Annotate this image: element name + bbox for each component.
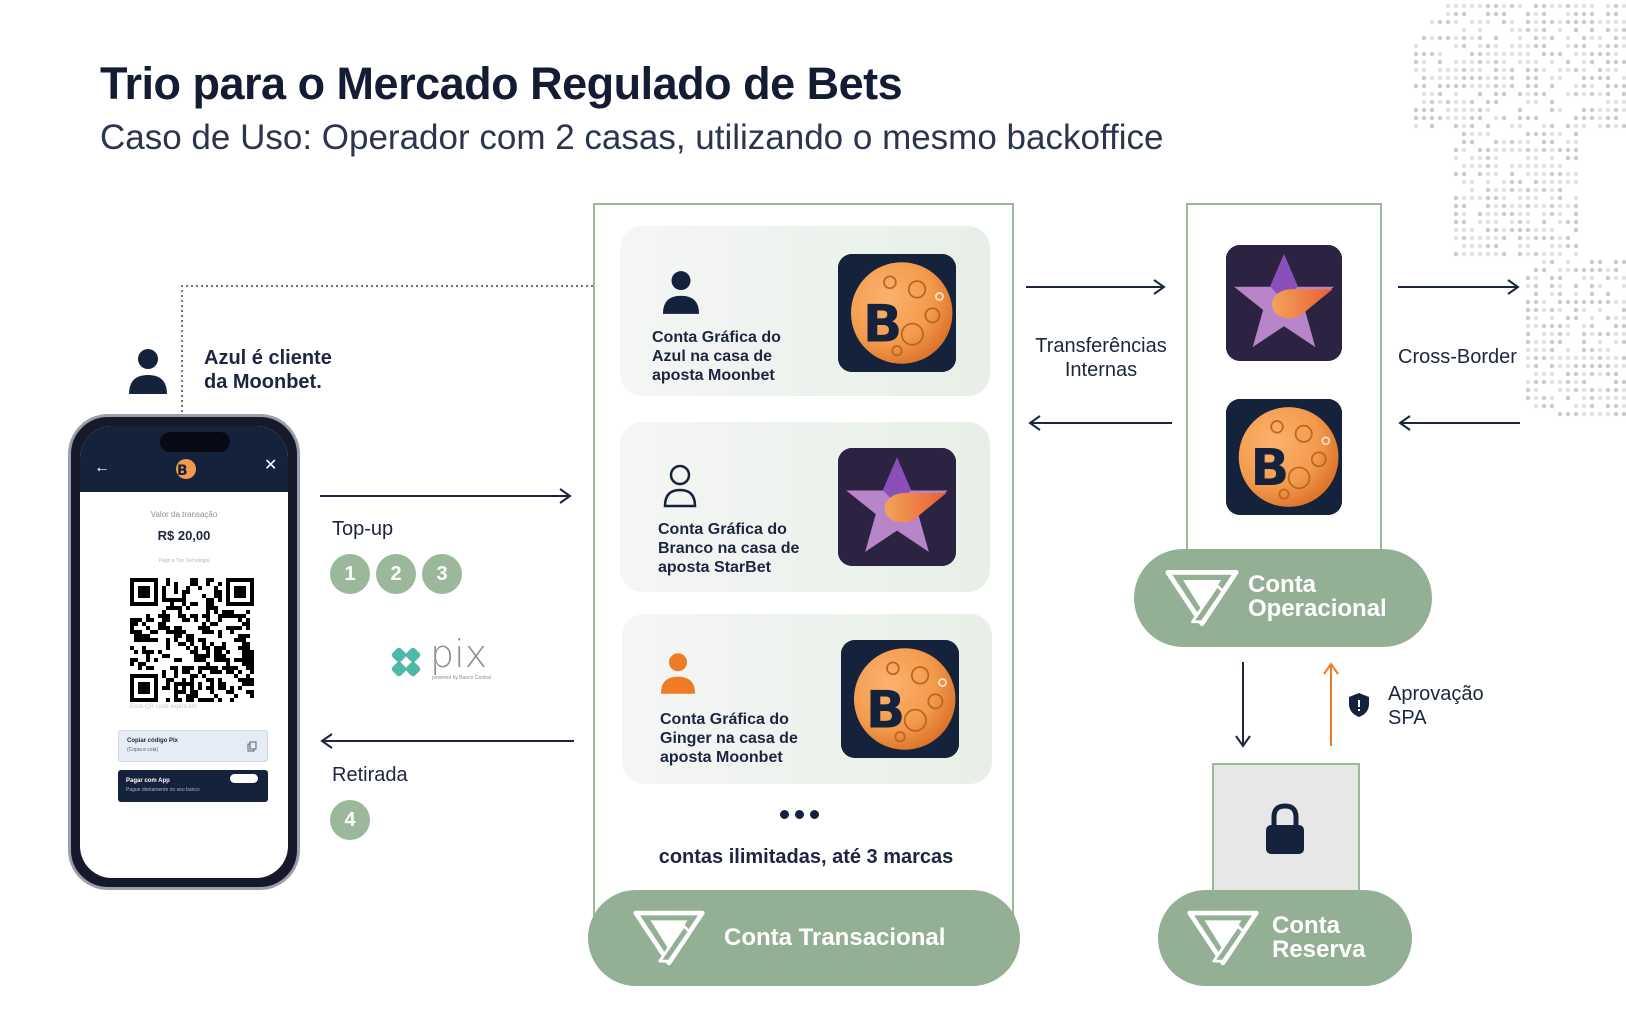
pay-with-app-title: Pagar com App [126, 778, 170, 784]
account-card[interactable]: Conta Gráfica do Ginger na casa de apost… [622, 614, 992, 784]
client-link-dotted-arrow [181, 281, 646, 412]
back-arrow-icon[interactable]: ← [94, 459, 110, 476]
bank-app-icons [230, 774, 258, 783]
topup-label: Top-up [332, 518, 394, 540]
copy-pix-code-sub: (Copia e cola) [127, 747, 159, 753]
phone-screen: ← B ✕ Valor da transação R$ 20,00 Pago a… [80, 426, 288, 878]
card-line: aposta Moonbet [660, 749, 783, 766]
account-card[interactable]: Conta Gráfica do Azul na casa de aposta … [620, 226, 990, 396]
from-reserve-arrow [1323, 662, 1339, 746]
account-card-text: Conta Gráfica do Azul na casa de aposta … [652, 328, 781, 385]
card-line: Conta Gráfica do [660, 711, 789, 728]
internal-transfers-line1: Transferências [1035, 335, 1167, 357]
amount-value: R$ 20,00 [157, 528, 211, 543]
user-outline-icon [663, 464, 697, 508]
moonbet-logo-icon [838, 254, 956, 372]
trio-logo-icon [632, 908, 706, 968]
moonbet-small-logo-icon: B [176, 459, 196, 479]
shield-icon [1349, 693, 1369, 717]
internal-transfer-in-arrow [1028, 415, 1172, 431]
pix-word: pix [430, 632, 488, 676]
step-badge: 1 [330, 554, 370, 594]
user-filled-navy-icon [129, 349, 167, 394]
pix-sub: powered by Banco Central [432, 675, 491, 681]
paid-to-label: Pago a Trio Tecnologia [158, 558, 210, 564]
unlimited-accounts-note: contas ilimitadas, até 3 marcas [658, 846, 954, 868]
copy-pix-code-button[interactable]: Copiar código Pix (Copia e cola) [118, 730, 268, 762]
trio-logo-icon [1164, 567, 1240, 629]
dotted-globe-illustration [1413, 3, 1626, 417]
step-badge: 2 [376, 554, 416, 594]
cross-border-label: Cross-Border [1398, 346, 1517, 368]
close-icon[interactable]: ✕ [264, 457, 278, 474]
phone-mockup: ← B ✕ Valor da transação R$ 20,00 Pago a… [68, 414, 300, 890]
step-badge: 3 [422, 554, 462, 594]
reserve-label-line1: Conta [1272, 912, 1340, 939]
operational-account-label: Conta Operacional [1248, 573, 1387, 621]
reserve-vault [1212, 763, 1360, 897]
phone-notch [160, 432, 230, 452]
amount-label: Valor da transação [150, 510, 218, 519]
account-card[interactable]: Conta Gráfica do Branco na casa de apost… [620, 422, 990, 592]
client-caption-line1: Azul é cliente [204, 347, 332, 369]
pay-with-app-sub: Pague diretamente no seu banco [126, 787, 200, 793]
pix-qr-code[interactable] [130, 578, 254, 702]
pix-diamond-icon [391, 647, 421, 677]
pay-with-app-button[interactable]: Pagar com App Pague diretamente no seu b… [118, 770, 268, 802]
internal-transfer-out-arrow [1026, 279, 1166, 295]
approval-line1: Aprovação [1388, 683, 1484, 705]
internal-transfers-line2: Internas [1064, 359, 1138, 381]
topup-arrow [320, 488, 572, 504]
cross-border-in-arrow [1398, 415, 1520, 431]
topup-steps: 1 2 3 [330, 554, 462, 594]
step-badge: 4 [330, 800, 370, 840]
more-ellipsis-icon [780, 810, 819, 819]
pix-logo: pix powered by Banco Central [388, 634, 508, 684]
account-card-text: Conta Gráfica do Branco na casa de apost… [658, 520, 799, 577]
lock-icon [1266, 803, 1304, 854]
copy-icon [247, 741, 257, 752]
trio-logo-icon [1186, 908, 1260, 968]
internal-transfers-label: Transferências Internas [1016, 334, 1186, 382]
diagram-title: Trio para o Mercado Regulado de Bets [100, 58, 903, 109]
starbet-logo-icon [838, 448, 956, 566]
phone-header: ← B ✕ [80, 426, 288, 492]
withdraw-steps: 4 [330, 800, 370, 840]
card-line: Conta Gráfica do [652, 329, 781, 346]
cross-border-out-arrow [1398, 279, 1520, 295]
card-line: Conta Gráfica do [658, 521, 787, 538]
reserve-account-label: Conta Reserva [1272, 914, 1365, 962]
card-line: Branco na casa de [658, 540, 800, 557]
operational-label-line1: Conta [1248, 571, 1316, 598]
card-line: aposta Moonbet [652, 367, 775, 384]
approval-label: Aprovação SPA [1388, 682, 1484, 730]
operational-label-line2: Operacional [1248, 595, 1387, 622]
moonbet-logo-icon [841, 640, 959, 758]
transactional-account-label: Conta Transacional [724, 924, 946, 951]
reserve-account-pill[interactable]: Conta Reserva [1158, 890, 1412, 986]
withdraw-arrow [320, 733, 574, 749]
svg-text:B: B [177, 463, 188, 479]
withdraw-label: Retirada [332, 764, 408, 786]
to-reserve-arrow [1235, 662, 1251, 748]
client-caption-line2: da Moonbet. [204, 371, 322, 393]
reserve-label-line2: Reserva [1272, 936, 1366, 963]
client-caption: Azul é cliente da Moonbet. [204, 346, 332, 394]
user-filled-orange-icon [660, 653, 696, 694]
user-filled-navy-icon [662, 271, 700, 314]
transactional-account-pill[interactable]: Conta Transacional [588, 890, 1020, 986]
diagram-subtitle: Caso de Uso: Operador com 2 casas, utili… [100, 118, 1164, 157]
starbet-logo-icon [1226, 245, 1342, 361]
operational-account-pill[interactable]: Conta Operacional [1134, 549, 1432, 647]
qr-expiry-note: Esse QR code expira em [130, 704, 197, 710]
copy-pix-code-title: Copiar código Pix [127, 738, 179, 744]
moonbet-logo-icon [1226, 399, 1342, 515]
card-line: Azul na casa de [652, 348, 773, 365]
account-card-text: Conta Gráfica do Ginger na casa de apost… [660, 710, 798, 767]
card-line: Ginger na casa de [660, 730, 798, 747]
card-line: aposta StarBet [658, 559, 771, 576]
approval-line2: SPA [1388, 707, 1427, 729]
